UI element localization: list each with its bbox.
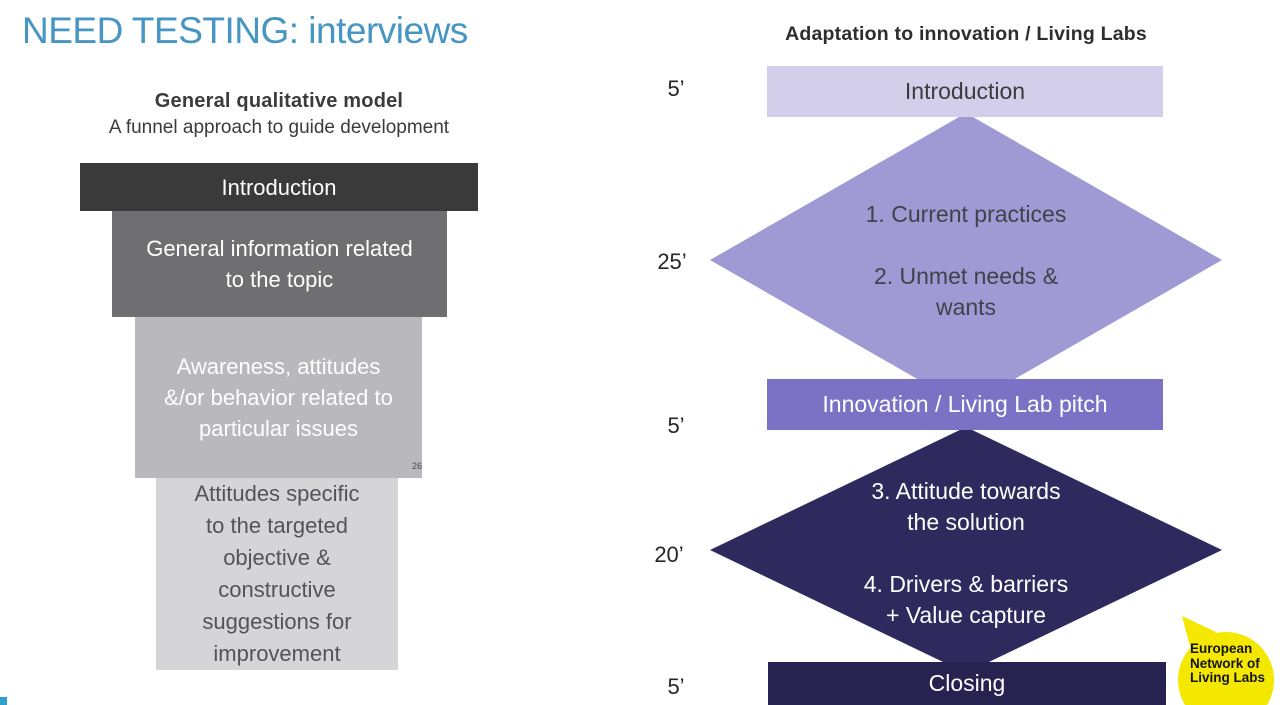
corner-mark	[0, 697, 7, 705]
funnel-box-line: improvement	[213, 641, 341, 666]
funnel-box-line: constructive	[218, 577, 336, 602]
logo-line: European	[1190, 641, 1253, 656]
right-panel-heading: Adaptation to innovation / Living Labs	[785, 23, 1147, 45]
diamond-line: 4. Drivers & barriers	[863, 571, 1069, 597]
logo-line: Living Labs	[1190, 670, 1266, 685]
left-heading-main: General qualitative model	[154, 90, 404, 112]
funnel-box-line: objective &	[223, 545, 331, 570]
flow-bar-label: Innovation / Living Lab pitch	[822, 391, 1108, 417]
diamond-line: + Value capture	[885, 602, 1047, 628]
enoll-logo-icon	[1178, 616, 1274, 705]
funnel-box-line: Introduction	[221, 174, 337, 200]
flow-bar-label: Closing	[928, 670, 1006, 696]
left-heading-sub: A funnel approach to guide development	[108, 117, 450, 138]
funnel-box-line: &/or behavior related to	[164, 385, 393, 410]
enoll-logo-text: European Network of Living Labs	[1190, 641, 1266, 686]
funnel-box-line: Attitudes specific	[194, 481, 360, 506]
duration-label-closing: 5’	[667, 674, 685, 699]
flow-bar-innovation-pitch: Innovation / Living Lab pitch	[767, 379, 1163, 430]
funnel-box-line: to the targeted	[206, 513, 348, 538]
funnel-box-general-information: General information related to the topic	[112, 211, 447, 317]
diamond-line: the solution	[907, 509, 1025, 535]
duration-label-pitch: 5’	[667, 413, 685, 438]
funnel-box-awareness-attitudes: Awareness, attitudes &/or behavior relat…	[135, 317, 422, 478]
diamond-attitude-solution-text: 3. Attitude towards the solution 4. Driv…	[710, 476, 1222, 631]
duration-label-attitude: 20’	[654, 542, 684, 567]
diamond-line: 3. Attitude towards	[871, 478, 1061, 504]
funnel-box-introduction: Introduction	[80, 163, 478, 211]
slide-number: 26	[412, 461, 423, 471]
diamond-line: 1. Current practices	[865, 201, 1067, 227]
funnel-box-attitudes-specific: Attitudes specific to the targeted objec…	[156, 478, 398, 670]
funnel-box-line: Awareness, attitudes	[176, 354, 381, 379]
logo-line: Network of	[1190, 655, 1260, 671]
diamond-line: 2. Unmet needs &	[873, 263, 1059, 289]
left-panel-heading: General qualitative model A funnel appro…	[0, 90, 558, 139]
diamond-line: wants	[935, 294, 997, 320]
diamond-current-practices-text: 1. Current practices 2. Unmet needs & wa…	[710, 199, 1222, 323]
duration-label-practices: 25’	[657, 249, 687, 274]
flow-bar-closing: Closing	[768, 662, 1166, 705]
flow-bar-introduction: Introduction	[767, 66, 1163, 117]
funnel-box-line: particular issues	[199, 416, 358, 441]
duration-label-introduction: 5’	[667, 76, 685, 101]
funnel-box-line: suggestions for	[202, 609, 352, 634]
flow-bar-label: Introduction	[904, 78, 1026, 104]
funnel-box-line: General information related	[146, 236, 413, 261]
page-title: NEED TESTING: interviews	[22, 10, 468, 51]
funnel-box-line: to the topic	[225, 267, 334, 292]
